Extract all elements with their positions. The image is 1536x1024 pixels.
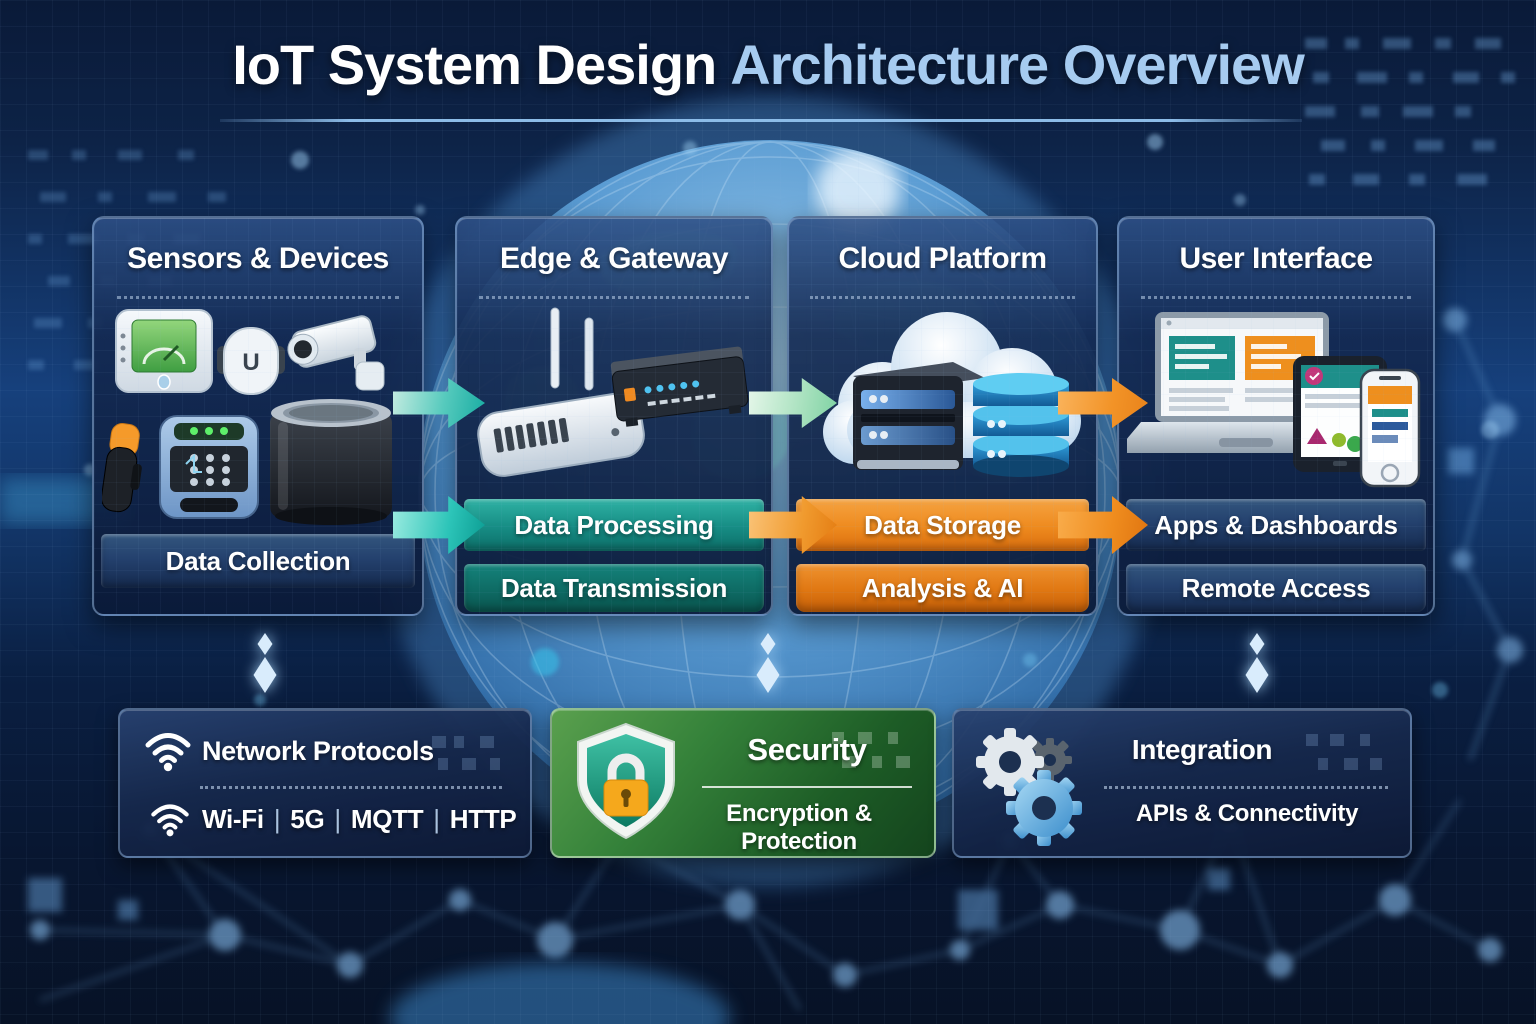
integration-title: Integration <box>1131 734 1273 765</box>
protocol-5g: 5G <box>290 804 325 834</box>
diamond-large <box>1245 657 1269 693</box>
column-heading: User Interface <box>1179 242 1373 275</box>
protocol-separator: | <box>433 804 440 834</box>
protocol-separator: | <box>334 804 341 834</box>
banner-analysis-ai: Analysis & AI <box>796 564 1089 612</box>
diamond-connector-right <box>1242 633 1272 695</box>
integration-box: Integration APIs & Connectivity <box>952 708 1412 858</box>
gear-blue <box>1006 770 1082 846</box>
footer-divider <box>702 786 912 788</box>
thermostat-icon <box>115 309 213 393</box>
server-rack-icon <box>853 362 985 470</box>
motion-sensor-icon: U <box>217 327 285 395</box>
security-camera-icon <box>287 315 385 391</box>
database-stack-icon <box>973 373 1069 477</box>
column-user-interface: User Interface <box>1117 216 1435 616</box>
security-title: Security <box>747 732 867 767</box>
banner-apps-dashboards: Apps & Dashboards <box>1126 499 1426 551</box>
column-cloud-platform: Cloud Platform <box>787 216 1098 616</box>
sensor-label: U <box>242 349 259 376</box>
heading-divider <box>478 296 750 299</box>
heading-divider <box>810 296 1075 299</box>
column-heading: Edge & Gateway <box>499 242 729 275</box>
column-sensors-devices: Sensors & Devices U <box>92 216 424 616</box>
deco-squares <box>432 736 500 770</box>
title-accent: Architecture Overview <box>730 33 1304 96</box>
security-box: Security Encryption & Protection <box>550 708 936 858</box>
smartphone-icon <box>1359 368 1421 488</box>
network-protocols-box: Network Protocols Wi-Fi | 5G | MQTT | HTTP <box>118 708 532 858</box>
edge-gateway-illustration <box>477 307 749 477</box>
banner-data-collection: Data Collection <box>101 534 415 588</box>
title-main: IoT System Design <box>232 33 717 96</box>
deco-squares <box>1306 734 1382 770</box>
integration-subtitle: APIs & Connectivity <box>1135 800 1359 827</box>
smart-plug-icon <box>102 423 142 513</box>
banner-data-processing: Data Processing <box>464 499 764 551</box>
network-protocols-title: Network Protocols <box>202 736 434 766</box>
diamond-connector-center <box>753 633 783 695</box>
protocol-wifi: Wi-Fi <box>202 804 264 834</box>
protocol-mqtt: MQTT <box>350 804 424 834</box>
diamond-connector-left <box>250 633 280 695</box>
sensor-devices-illustration: U <box>102 309 392 525</box>
banner-remote-access: Remote Access <box>1126 564 1426 612</box>
router-icon <box>477 307 645 477</box>
user-interface-illustration <box>1127 312 1421 488</box>
smart-speaker-icon <box>270 399 392 525</box>
banner-data-transmission: Data Transmission <box>464 564 764 612</box>
column-edge-gateway: Edge & Gateway Data Processing <box>455 216 773 616</box>
protocol-separator: | <box>273 804 281 834</box>
diamond-small <box>1249 633 1265 655</box>
security-subtitle: Encryption & Protection <box>726 800 872 855</box>
protocol-list: Wi-Fi | 5G | MQTT | HTTP <box>202 804 517 835</box>
footer-divider <box>1104 786 1388 789</box>
shield-lock-icon <box>577 722 675 840</box>
wifi-icon <box>151 804 189 837</box>
heading-divider <box>116 296 400 299</box>
column-heading: Cloud Platform <box>838 242 1048 275</box>
heading-divider <box>1140 296 1412 299</box>
wifi-icon <box>145 733 191 772</box>
cloud-platform-illustration <box>823 312 1081 477</box>
gateway-box-icon <box>610 346 749 427</box>
title-underline <box>220 119 1302 122</box>
laptop-icon <box>1127 312 1368 453</box>
footer-divider <box>200 786 502 789</box>
keypad-icon <box>159 415 259 519</box>
banner-data-storage: Data Storage <box>796 499 1089 551</box>
deco-squares <box>832 732 910 768</box>
protocol-http: HTTP <box>449 804 517 834</box>
column-heading: Sensors & Devices <box>127 242 389 275</box>
gears-icon <box>976 728 1082 846</box>
diamond-small <box>760 633 776 655</box>
diamond-large <box>253 657 277 693</box>
diamond-large <box>756 657 780 693</box>
diamond-small <box>257 633 273 655</box>
